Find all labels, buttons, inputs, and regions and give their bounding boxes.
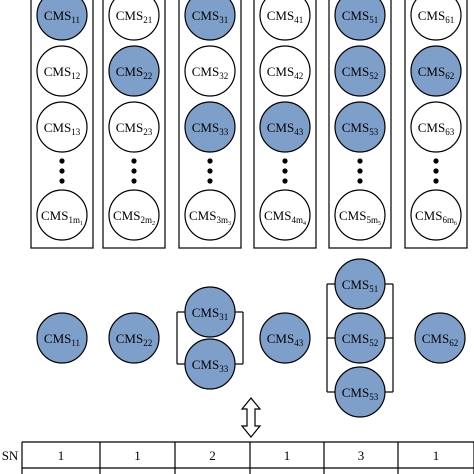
ellipsis-dot (433, 178, 439, 184)
cms-node-43-label: CMS43 (267, 120, 304, 137)
double-arrow-icon (240, 397, 262, 438)
cms-node-61-label: CMS61 (418, 8, 454, 25)
cms-node-13 (36, 101, 88, 153)
selected-cms-62 (414, 312, 466, 364)
cms-node-51 (334, 0, 386, 41)
cms-node-31 (184, 0, 236, 41)
ellipsis-dot (131, 158, 137, 164)
cms-node-52 (334, 45, 386, 97)
cms-node-41-label: CMS41 (267, 8, 303, 25)
cms-node-32 (184, 45, 236, 97)
cms-node-11 (36, 0, 88, 41)
sn-row-label: SN (2, 448, 19, 463)
cms-node-1m-label: CMS1m1 (41, 208, 83, 227)
selected-cms-11-label: CMS11 (44, 331, 80, 348)
selected-cms-22 (108, 312, 160, 364)
cms-node-23 (108, 101, 160, 153)
candidate-column-5 (328, 0, 392, 249)
candidate-column-6 (404, 0, 468, 249)
cms-node-43 (259, 101, 311, 153)
cms-node-11-label: CMS11 (44, 8, 80, 25)
sn-cell-5: 3 (358, 448, 365, 463)
cms-node-21 (108, 0, 160, 41)
candidate-column-3 (178, 0, 242, 249)
cms-node-3m (184, 189, 236, 241)
sn-cell-6: 1 (433, 448, 440, 463)
cms-node-12 (36, 45, 88, 97)
ellipsis-dot (59, 178, 65, 184)
candidate-column-1 (30, 0, 94, 249)
cms-node-61 (410, 0, 462, 41)
cms-node-31-label: CMS31 (192, 8, 228, 25)
cms-node-2m (108, 189, 160, 241)
cms-node-63 (410, 101, 462, 153)
selected-cms-43 (259, 312, 311, 364)
selected-cms-51 (334, 258, 386, 310)
cms-node-41 (259, 0, 311, 41)
ellipsis-dot (357, 168, 363, 174)
ellipsis-dot (59, 158, 65, 164)
cms-node-6m (410, 189, 462, 241)
selected-cms-31 (184, 286, 236, 338)
selected-cms-33 (184, 338, 236, 390)
ellipsis-dot (357, 158, 363, 164)
cms-node-51-label: CMS51 (342, 8, 378, 25)
candidate-column-4 (253, 0, 317, 249)
cms-node-62-label: CMS62 (418, 64, 454, 81)
ellipsis-dot (207, 168, 213, 174)
ellipsis-dot (282, 158, 288, 164)
cms-node-13-label: CMS13 (44, 120, 81, 137)
sn-cell-4: 1 (284, 448, 291, 463)
selected-cms-31-label: CMS31 (192, 305, 228, 322)
selected-cms-52 (334, 312, 386, 364)
cms-node-22-label: CMS22 (116, 64, 152, 81)
cms-node-62 (410, 45, 462, 97)
ellipsis-dot (282, 178, 288, 184)
ellipsis-dot (207, 178, 213, 184)
sn-cell-3: 2 (209, 448, 216, 463)
cms-node-32-label: CMS32 (192, 64, 228, 81)
cms-node-63-label: CMS63 (418, 120, 455, 137)
ellipsis-dot (433, 158, 439, 164)
candidate-column-2 (102, 0, 166, 249)
sn-cell-1: 1 (58, 448, 65, 463)
cms-node-33 (184, 101, 236, 153)
cms-node-1m (36, 189, 88, 241)
selected-cms-62-label: CMS62 (422, 331, 458, 348)
cms-node-42-label: CMS42 (267, 64, 303, 81)
cms-node-53-label: CMS53 (342, 120, 379, 137)
cms-node-4m (259, 189, 311, 241)
ellipsis-dot (357, 178, 363, 184)
selected-cms-43-label: CMS43 (267, 331, 304, 348)
selected-cms-22-label: CMS22 (116, 331, 152, 348)
cms-node-5m (334, 189, 386, 241)
cms-node-42 (259, 45, 311, 97)
cms-node-2m-label: CMS2m2 (113, 208, 155, 227)
ellipsis-dot (433, 168, 439, 174)
ellipsis-dot (59, 168, 65, 174)
ellipsis-dot (131, 168, 137, 174)
ellipsis-dot (282, 168, 288, 174)
cms-node-23-label: CMS23 (116, 120, 153, 137)
cms-node-21-label: CMS21 (116, 8, 152, 25)
sn-cell-2: 1 (134, 448, 141, 463)
selected-cms-51-label: CMS51 (342, 277, 378, 294)
cms-node-6m-label: CMS6m6 (415, 208, 457, 227)
selected-cms-52-label: CMS52 (342, 331, 378, 348)
ellipsis-dot (207, 158, 213, 164)
cms-node-33-label: CMS33 (192, 120, 229, 137)
cms-node-52-label: CMS52 (342, 64, 378, 81)
cms-node-22 (108, 45, 160, 97)
selected-cms-11 (36, 312, 88, 364)
selected-cms-53 (334, 366, 386, 418)
selected-cms-53-label: CMS53 (342, 385, 379, 402)
cms-node-5m-label: CMS5m5 (339, 208, 381, 227)
cms-node-3m-label: CMS3m3 (189, 208, 231, 227)
cms-node-53 (334, 101, 386, 153)
cms-node-12-label: CMS12 (44, 64, 80, 81)
cms-node-4m-label: CMS4m4 (264, 208, 306, 227)
ellipsis-dot (131, 178, 137, 184)
selected-cms-33-label: CMS33 (192, 357, 229, 374)
